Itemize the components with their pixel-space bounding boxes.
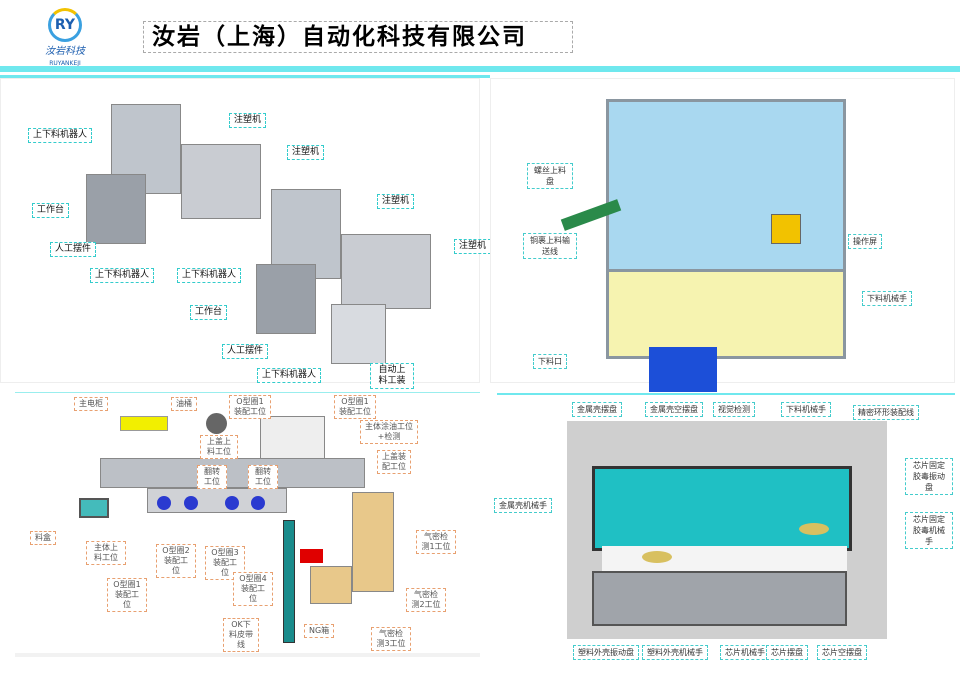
auto-feeder: [331, 304, 386, 364]
label: O型圈1装配工位: [107, 578, 147, 612]
header-band-sub: [0, 75, 490, 78]
label: 精密环形装配线: [853, 405, 919, 420]
worktable: [602, 546, 847, 571]
label: 注塑机: [287, 145, 325, 160]
label: 芯片机械手: [720, 645, 770, 660]
label: 上盖装配工位: [377, 450, 411, 474]
machine-base: [592, 571, 847, 626]
vibration-bowl: [642, 551, 672, 563]
logo-en: RUYANKEJI: [49, 60, 81, 67]
workbench: [86, 174, 146, 244]
label: 气密检测3工位: [371, 627, 411, 651]
label: 人工摆件: [50, 242, 97, 257]
panel-screw-machine: [490, 78, 955, 392]
label: 气密检测2工位: [406, 588, 446, 612]
company-title: 汝岩（上海）自动化科技有限公司: [143, 21, 573, 53]
label: 下料机械手: [862, 291, 912, 306]
header-band: [0, 66, 960, 72]
divider: [15, 392, 480, 393]
label: 注塑机: [229, 113, 267, 128]
company-logo: RY 汝岩科技 RUYANKEJI: [30, 8, 100, 67]
glass-enclosure: [592, 466, 852, 551]
label: O型圈1装配工位: [229, 395, 271, 419]
label: 芯片固定胶毒机械手: [905, 512, 953, 549]
oil-drum: [206, 413, 227, 434]
material-box: [79, 498, 109, 518]
leak-test-3: [310, 566, 352, 604]
label: 注塑机: [454, 239, 492, 254]
logo-cn: 汝岩科技: [45, 46, 85, 57]
label: O型圈4装配工位: [233, 572, 273, 606]
glass-enclosure: [606, 99, 846, 279]
main-line: [100, 458, 365, 488]
logo-text: 汝岩科技 RUYANKEJI: [30, 42, 100, 68]
label: OK下料皮带线: [223, 618, 259, 652]
label: 芯片固定胶毒振动盘: [905, 458, 953, 495]
label: O型圈1装配工位: [334, 395, 376, 419]
label: 工作台: [190, 305, 228, 320]
output-bin: [649, 347, 717, 392]
control-screen: [771, 214, 801, 244]
ok-belt: [283, 520, 295, 643]
label: 主电柜: [74, 397, 108, 411]
ring-line-render: [567, 421, 887, 639]
label: 金属壳摆盘: [572, 402, 622, 417]
label: 上下料机器人: [90, 268, 155, 283]
label: 塑料外壳振动盘: [573, 645, 639, 660]
label: O型圈2装配工位: [156, 544, 196, 578]
divider: [15, 653, 480, 657]
workbench: [256, 264, 316, 334]
label: 工作台: [32, 203, 70, 218]
vibration-bowl: [799, 523, 829, 535]
o-ring-disc: [251, 496, 265, 510]
label: 视觉检测: [713, 402, 755, 417]
divider: [497, 393, 955, 395]
label: 塑料外壳机械手: [642, 645, 708, 660]
label: 芯片空摆盘: [817, 645, 867, 660]
label: 操作屏: [848, 234, 882, 249]
label: 金属壳机械手: [494, 498, 552, 513]
o-ring-disc: [225, 496, 239, 510]
label: 下料口: [533, 354, 567, 369]
o-ring-disc: [184, 496, 198, 510]
leak-test-1-2: [352, 492, 394, 592]
label: 人工摆件: [222, 344, 269, 359]
label: 螺丝上料盘: [527, 163, 573, 189]
main-cabinet: [120, 416, 168, 431]
label: 主体上料工位: [86, 541, 126, 565]
label: 下料机械手: [781, 402, 831, 417]
label: NG箱: [304, 624, 335, 638]
label: 铜裹上料输送线: [523, 233, 577, 259]
label: 自动上料工装: [370, 363, 414, 389]
label: 主体涂油工位+检测: [360, 420, 418, 444]
label: 上下料机器人: [177, 268, 242, 283]
label: 料盒: [30, 531, 56, 545]
label: 上下料机器人: [257, 368, 322, 383]
logo-mark: RY: [48, 8, 82, 42]
machine-base: [606, 269, 846, 359]
label: 上下料机器人: [28, 128, 93, 143]
machine: [181, 144, 261, 219]
machine: [341, 234, 431, 309]
label: 翻转工位: [248, 465, 278, 489]
cap-station: [260, 416, 325, 466]
label: 上盖上料工位: [200, 435, 238, 459]
o-ring-disc: [157, 496, 171, 510]
label: 注塑机: [377, 194, 415, 209]
label: 油桶: [171, 397, 197, 411]
label: 芯片摆盘: [766, 645, 808, 660]
label: 金属壳空摆盘: [645, 402, 703, 417]
label: 翻转工位: [197, 465, 227, 489]
label: 气密检测1工位: [416, 530, 456, 554]
ng-box: [300, 549, 323, 563]
